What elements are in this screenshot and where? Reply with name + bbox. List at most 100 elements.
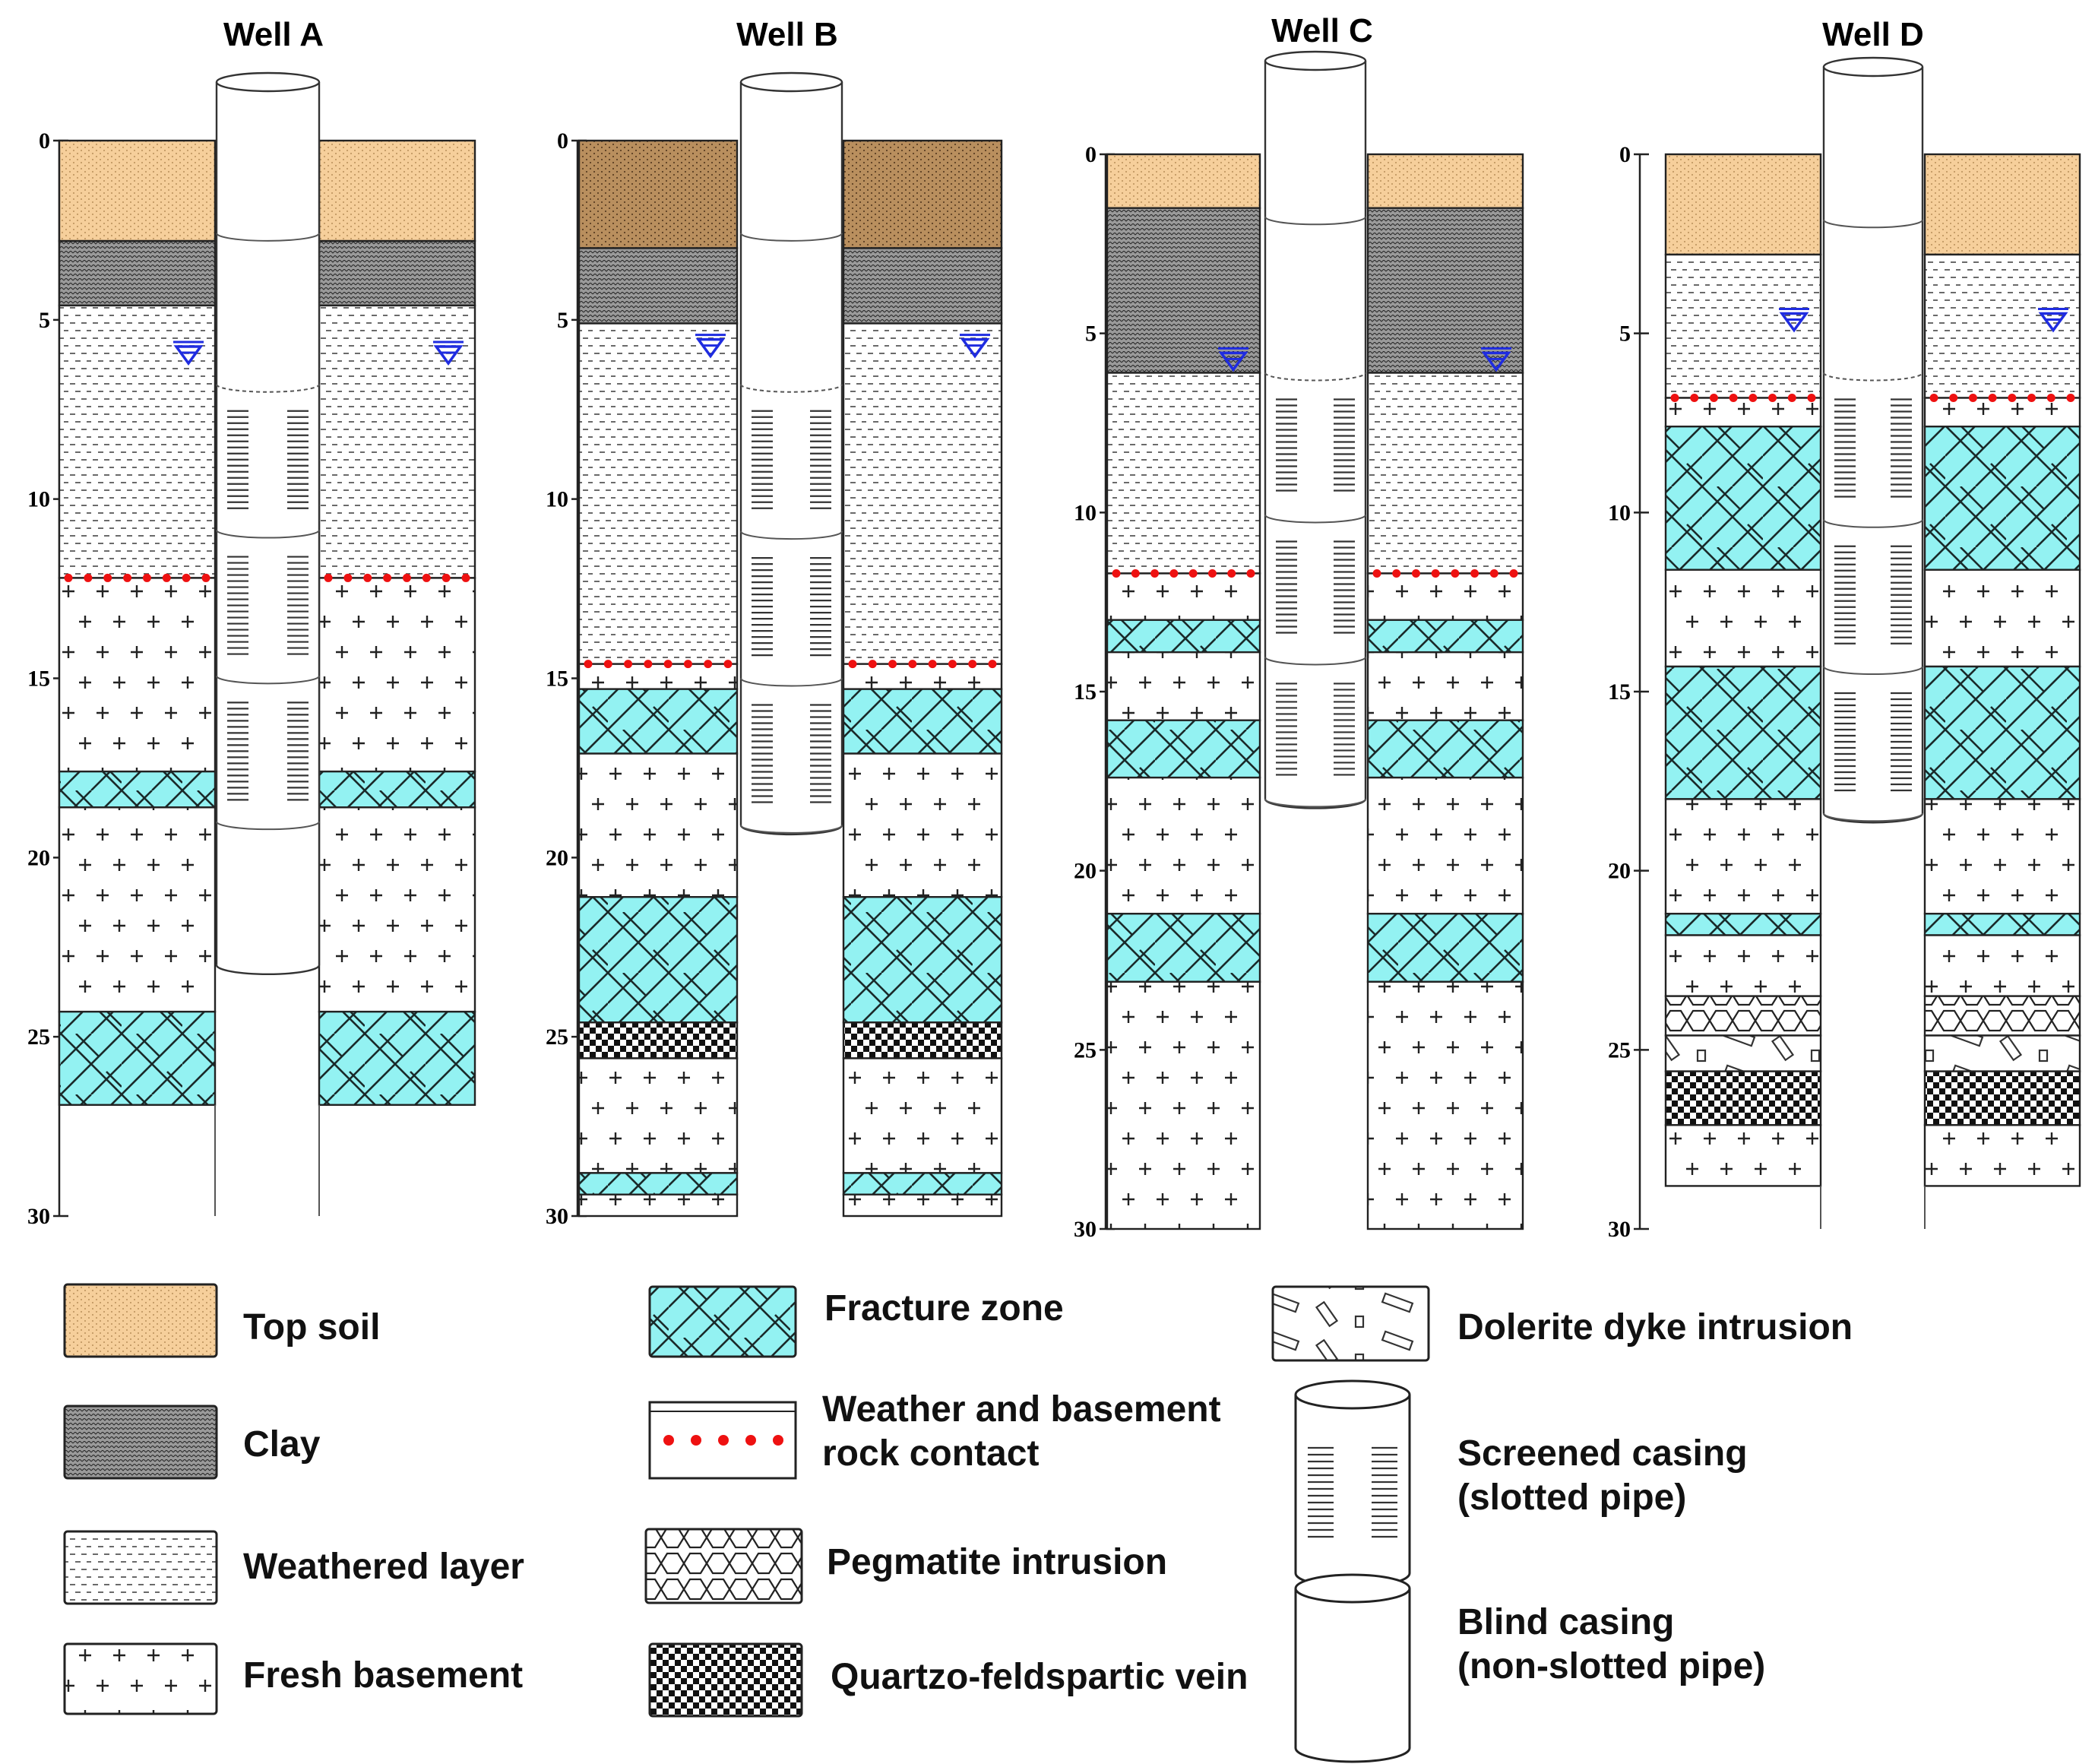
legend-label: Fracture zone bbox=[824, 1288, 1064, 1329]
layer-fresh bbox=[1923, 798, 2081, 915]
legend-swatch bbox=[63, 1642, 218, 1715]
layer-fracture bbox=[1366, 719, 1524, 779]
layer-fracture bbox=[842, 896, 1003, 1024]
layer-fracture bbox=[1106, 619, 1261, 654]
depth-tick-label: 20 bbox=[1608, 859, 1631, 884]
layer-weathered bbox=[578, 322, 739, 665]
layer-fresh bbox=[842, 1057, 1003, 1174]
layer-dolerite bbox=[1664, 1034, 1822, 1072]
layer-fresh bbox=[1106, 651, 1261, 721]
depth-tick-label: 5 bbox=[39, 308, 50, 333]
legend-item-dolerite: Dolerite dyke intrusion bbox=[1271, 1285, 1853, 1362]
layer-weathered bbox=[1664, 253, 1822, 399]
layer-topsoil bbox=[1106, 153, 1261, 209]
legend-item-fresh: Fresh basement bbox=[63, 1642, 523, 1715]
well-title: Well D bbox=[1822, 16, 1924, 53]
layer-topsoil bbox=[1923, 153, 2081, 256]
legend-label: rock contact bbox=[822, 1433, 1039, 1474]
layer-fracture bbox=[1366, 619, 1524, 654]
casing-pipe bbox=[739, 71, 843, 836]
layer-topsoil-dark bbox=[578, 139, 739, 249]
layer-clay bbox=[578, 247, 739, 325]
layer-topsoil bbox=[318, 139, 476, 242]
layer-quartzo bbox=[842, 1021, 1003, 1059]
layer-fracture bbox=[1664, 913, 1822, 936]
layer-fresh bbox=[1106, 572, 1261, 621]
layer-fresh bbox=[1664, 934, 1822, 997]
depth-tick-label: 20 bbox=[27, 845, 50, 870]
layer-topsoil-dark bbox=[842, 139, 1003, 249]
layer-fresh bbox=[318, 577, 476, 773]
layer-fresh bbox=[1366, 572, 1524, 621]
layer-fresh bbox=[1664, 568, 1822, 668]
legend-item-fracture: Fracture zone bbox=[648, 1285, 1064, 1358]
legend-label: Top soil bbox=[243, 1307, 380, 1348]
legend-swatch bbox=[63, 1283, 218, 1358]
contact-dots bbox=[848, 660, 997, 669]
water-level-marker bbox=[1481, 347, 1511, 372]
water-level-marker bbox=[960, 334, 990, 359]
legend-label: Quartzo-feldspartic vein bbox=[831, 1657, 1248, 1697]
layer-clay bbox=[318, 239, 476, 307]
layer-fracture bbox=[1106, 913, 1261, 983]
legend-item-quartzo: Quartzo-feldspartic vein bbox=[648, 1642, 1248, 1718]
layer-dolerite bbox=[1923, 1034, 2081, 1072]
depth-tick-label: 10 bbox=[27, 487, 50, 512]
layer-clay bbox=[842, 247, 1003, 325]
contact-dots bbox=[1929, 394, 2075, 403]
legend-label: Weather and basement bbox=[822, 1389, 1221, 1430]
depth-tick-label: 30 bbox=[1608, 1217, 1631, 1242]
legend-label: Blind casing bbox=[1457, 1602, 1674, 1642]
log-column-left bbox=[1106, 153, 1261, 1230]
contact-dots bbox=[584, 660, 733, 669]
layer-quartzo bbox=[578, 1021, 739, 1059]
layer-fracture bbox=[842, 1172, 1003, 1196]
legend-swatch bbox=[63, 1530, 218, 1605]
layer-fresh bbox=[842, 1193, 1003, 1218]
depth-tick-label: 20 bbox=[1074, 859, 1097, 884]
layer-fracture bbox=[1923, 426, 2081, 571]
depth-tick-label: 25 bbox=[546, 1025, 568, 1050]
layer-fracture bbox=[1664, 426, 1822, 571]
legend-label: (slotted pipe) bbox=[1457, 1477, 1686, 1518]
water-level-marker bbox=[173, 340, 204, 366]
layer-fresh bbox=[1366, 776, 1524, 915]
layer-fresh bbox=[578, 752, 739, 898]
layer-weathered bbox=[842, 322, 1003, 665]
layer-fracture bbox=[58, 770, 217, 809]
layer-fresh bbox=[842, 752, 1003, 898]
contact-dots bbox=[64, 573, 210, 582]
layer-fresh bbox=[1923, 568, 2081, 668]
legend-swatch bbox=[1271, 1285, 1430, 1362]
layer-fresh bbox=[1106, 776, 1261, 915]
legend-item-topsoil: Top soil bbox=[63, 1283, 380, 1358]
casing-pipe bbox=[1822, 56, 1924, 824]
legend-label: Pegmatite intrusion bbox=[827, 1542, 1167, 1582]
layer-fresh bbox=[1664, 397, 1822, 428]
layer-fracture bbox=[578, 1172, 739, 1196]
log-column-right bbox=[1366, 153, 1524, 1230]
depth-tick-label: 5 bbox=[1085, 321, 1097, 347]
layer-fresh bbox=[578, 1057, 739, 1174]
layer-fresh bbox=[1923, 934, 2081, 997]
legend-item-weathered: Weathered layer bbox=[63, 1530, 524, 1605]
layer-fracture bbox=[1106, 719, 1261, 779]
contact-dots bbox=[1670, 394, 1816, 403]
layer-fracture bbox=[842, 688, 1003, 755]
log-column-left bbox=[58, 139, 217, 1106]
layer-fracture bbox=[1923, 913, 2081, 936]
layer-weathered bbox=[1106, 372, 1261, 575]
depth-tick-label: 0 bbox=[39, 128, 50, 154]
layer-fresh bbox=[1664, 1124, 1822, 1187]
contact-dots bbox=[1372, 568, 1518, 578]
layer-fresh bbox=[1923, 397, 2081, 428]
depth-tick-label: 25 bbox=[1074, 1037, 1097, 1063]
well-title: Well C bbox=[1271, 12, 1373, 49]
depth-tick-label: 30 bbox=[27, 1204, 50, 1229]
